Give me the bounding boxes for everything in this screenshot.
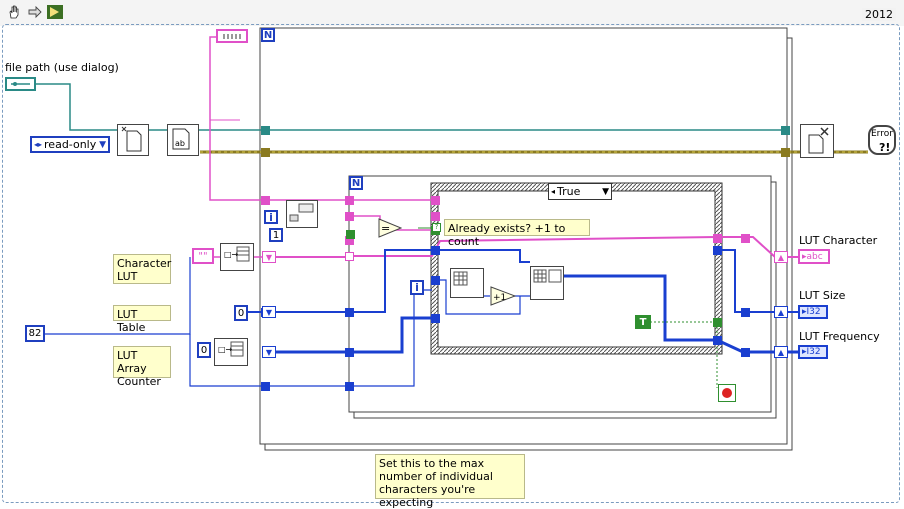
equal-function[interactable]: = [378,218,403,238]
string-tunnel [261,196,270,205]
open-mode-enum[interactable]: ◂▸ read-only ▼ [30,136,110,153]
constant-82[interactable]: 82 [25,325,45,342]
constant-one[interactable]: 1 [269,228,283,242]
lut-frequency-indicator: ▸I32 [798,345,828,359]
block-diagram-frame [2,24,900,503]
case-int-tunnel-2 [431,276,440,285]
shift-register-string-right: ▲ [774,251,788,263]
stop-icon [722,388,732,398]
chevron-down-icon: ▼ [99,139,106,150]
error-tunnel-right [781,148,790,157]
version-label: 2012 [862,8,896,21]
svg-text:+1: +1 [493,293,506,303]
note-character-lut: Character LUT [113,254,171,284]
shift-register-size-right: ▲ [774,306,788,318]
lut-frequency-label: LUT Frequency [799,330,880,343]
int-tunnel-5 [345,382,354,391]
error-tunnel-left [261,148,270,157]
refnum-tunnel-left [261,126,270,135]
run-icon[interactable] [45,2,65,22]
shift-register-size-left: ▼ [262,306,276,318]
lut-size-label: LUT Size [799,289,846,302]
lut-character-label: LUT Character [799,234,878,247]
question-icon: ?! [879,141,891,154]
file-path-label: file path (use dialog) [5,61,119,74]
shift-register-freq-right: ▲ [774,346,788,358]
replace-array-subset-function[interactable] [530,266,564,300]
hand-icon[interactable] [4,2,24,22]
string-subset-function[interactable] [286,200,318,228]
case-selector-terminal[interactable]: ? [432,223,441,232]
case-string-tunnel-2 [431,212,440,221]
inner-string-tunnel-2 [345,212,354,221]
bool-tunnel [346,230,355,239]
inner-loop-count-terminal: N [349,176,363,190]
lut-size-indicator: ▸I32 [798,305,828,319]
string-array-constant[interactable] [216,29,248,43]
loop-out-string-tunnel [741,234,750,243]
shift-register-freq-left: ▼ [262,346,276,358]
case-int-tunnel-3 [431,314,440,323]
lut-character-indicator: ▸abc [798,249,830,264]
int-tunnel-2 [345,308,354,317]
stop-condition-terminal[interactable] [718,384,736,402]
string-index-tunnel [345,252,354,261]
shift-register-string-left: ▼ [262,251,276,263]
note-lut-array-counter: LUT Array Counter [113,346,171,388]
inner-string-tunnel-3 [345,236,354,245]
open-mode-value: read-only [44,138,97,151]
svg-text:□→: □→ [224,250,239,259]
case-out-int-2 [713,336,722,345]
initialize-array-int-function[interactable]: □→ [214,338,248,366]
note-lut-table: LUT Table [113,305,171,334]
svg-text:□→: □→ [218,345,233,354]
outer-iteration-terminal: i [264,210,278,224]
inner-iteration-terminal: i [410,280,424,295]
constant-zero-a[interactable]: 0 [234,305,248,321]
lut-size-wire [246,249,440,313]
int-tunnel-4 [261,382,270,391]
case-out-bool [713,318,722,327]
refnum-tunnel-right [781,126,790,135]
open-file-function[interactable] [117,124,149,156]
case-out-string-tunnel [713,234,722,243]
file-path-control[interactable] [5,77,36,91]
enum-arrows-icon: ◂▸ [34,140,43,149]
case-selector[interactable]: ◂ True ▼ [548,183,612,200]
case-int-tunnel-1 [431,246,440,255]
arrow-icon[interactable] [25,2,45,22]
loop-out-int-2 [741,348,750,357]
loop-out-int-1 [741,308,750,317]
svg-text:=: = [381,222,390,235]
error-handler-label: Error [871,129,893,139]
case-prev-icon: ◂ [551,187,556,196]
true-constant[interactable]: T [635,315,651,329]
lut-frequency-wire [276,316,440,354]
chevron-down-icon: ▼ [602,186,609,197]
case-structure-inner [437,190,716,348]
note-max-chars: Set this to the max number of individual… [375,454,525,509]
svg-text:ab: ab [175,139,185,148]
outer-loop-count-terminal: N [261,28,275,42]
initialize-array-string-function[interactable]: □→ [220,243,254,271]
inner-string-tunnel [345,196,354,205]
index-array-function[interactable] [450,268,484,298]
read-text-file-function[interactable]: ab [167,124,199,156]
note-already-exists: Already exists? +1 to count [444,219,590,248]
int-tunnel-3 [345,348,354,357]
close-file-function[interactable] [800,124,834,158]
empty-string-constant[interactable]: "" [192,248,214,264]
toolbar: 2012 [0,0,904,26]
path-icon [10,82,30,86]
increment-function[interactable]: +1 [490,286,517,306]
error-handler[interactable]: Error ?! [868,125,896,155]
case-out-int-1 [713,246,722,255]
constant-zero-b[interactable]: 0 [197,342,211,358]
case-string-tunnel [431,196,440,205]
case-selector-value: True [557,185,581,198]
